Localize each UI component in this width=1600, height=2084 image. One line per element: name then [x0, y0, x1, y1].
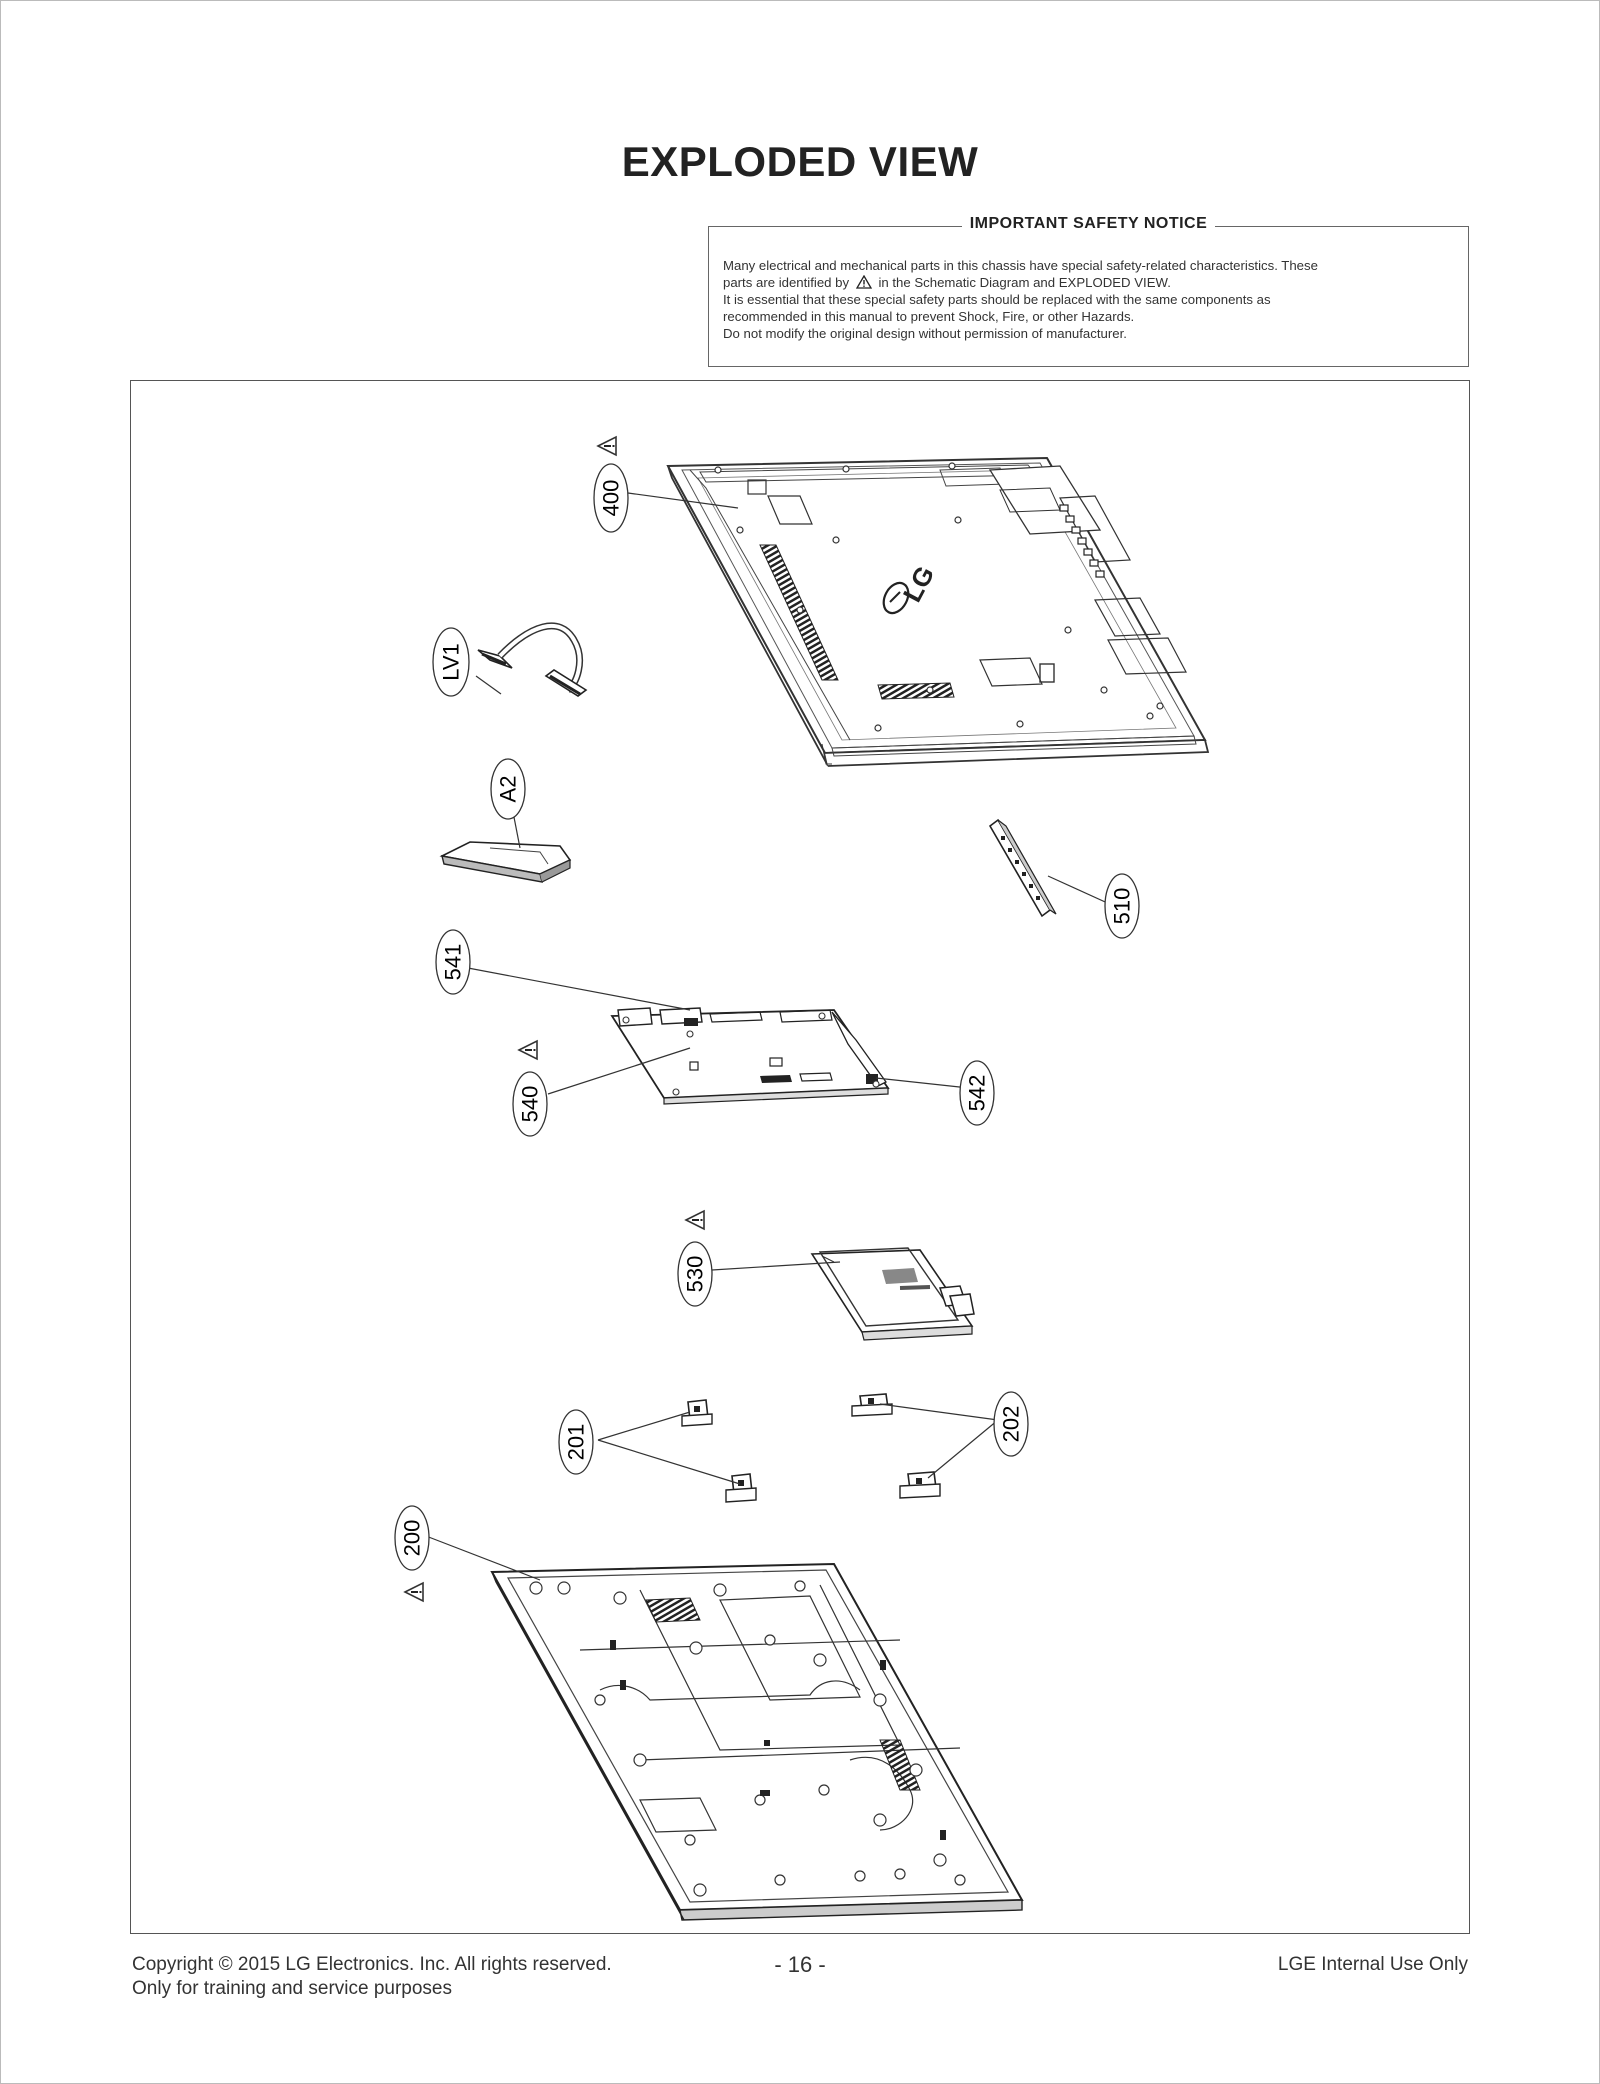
bracket-202-upper: [851, 1393, 893, 1417]
internal-use-text: LGE Internal Use Only: [1277, 1954, 1468, 1975]
callout-lv1: LV1: [432, 627, 470, 697]
part-label-400: 400: [599, 480, 624, 517]
training-text: Only for training and service purposes: [132, 1978, 452, 1999]
safety-notice-body: Many electrical and mechanical parts in …: [723, 257, 1454, 342]
part-label-a2: A2: [496, 776, 521, 803]
part-label-200: 200: [400, 1520, 425, 1557]
warning-icon-530: [685, 1210, 705, 1230]
copyright-text: Copyright © 2015 LG Electronics. Inc. Al…: [132, 1954, 612, 1975]
bracket-202-lower: [899, 1471, 941, 1499]
callout-541: 541: [435, 929, 471, 995]
warning-icon-200: [404, 1582, 424, 1602]
page-title: EXPLODED VIEW: [621, 138, 979, 185]
module-frame-part: [490, 1562, 1024, 1921]
callout-542: 542: [959, 1060, 995, 1126]
safety-notice-title: IMPORTANT SAFETY NOTICE: [961, 215, 1216, 232]
callout-201: 201: [558, 1409, 594, 1475]
part-label-202: 202: [999, 1406, 1024, 1443]
part-label-541: 541: [441, 944, 466, 981]
notice-line-5: Do not modify the original design withou…: [723, 326, 1127, 341]
warning-icon-540: [518, 1040, 538, 1060]
lvds-cable-part: [477, 622, 588, 697]
part-label-542: 542: [965, 1075, 990, 1112]
callout-400: 400: [593, 463, 629, 533]
part-label-201: 201: [564, 1424, 589, 1461]
callout-202: 202: [993, 1391, 1029, 1457]
part-label-lv1: LV1: [439, 643, 464, 681]
callout-510: 510: [1104, 873, 1140, 939]
stand-part: [439, 841, 572, 883]
callout-a2: A2: [490, 758, 526, 820]
back-cover-part: LG: [666, 456, 1210, 767]
part-label-540: 540: [518, 1086, 543, 1123]
exploded-view-diagram: LG: [394, 436, 1210, 1921]
safety-notice-box: IMPORTANT SAFETY NOTICE Many electrical …: [708, 215, 1469, 367]
callout-200: 200: [394, 1505, 430, 1571]
callout-530: 530: [677, 1241, 713, 1307]
notice-line-3: It is essential that these special safet…: [723, 292, 1271, 307]
warning-icon-400: [597, 436, 617, 456]
callout-540: 540: [512, 1071, 548, 1137]
connector-bracket-part: [988, 818, 1057, 918]
bracket-201-lower: [725, 1473, 757, 1503]
part-label-510: 510: [1110, 888, 1135, 925]
page-number: - 16 -: [774, 1952, 826, 1977]
notice-line-4: recommended in this manual to prevent Sh…: [723, 309, 1135, 324]
notice-line-1: Many electrical and mechanical parts in …: [723, 258, 1318, 273]
main-board-part: [610, 1007, 890, 1105]
footer-left: Copyright © 2015 LG Electronics. Inc. Al…: [132, 1953, 612, 2001]
warning-triangle-icon: [855, 275, 872, 289]
part-label-530: 530: [683, 1256, 708, 1293]
notice-line-2: parts are identified by in the Schematic…: [723, 275, 1171, 290]
diagram-frame: [130, 380, 1470, 1934]
bracket-201-upper: [681, 1399, 713, 1427]
power-board-part: [810, 1247, 975, 1341]
